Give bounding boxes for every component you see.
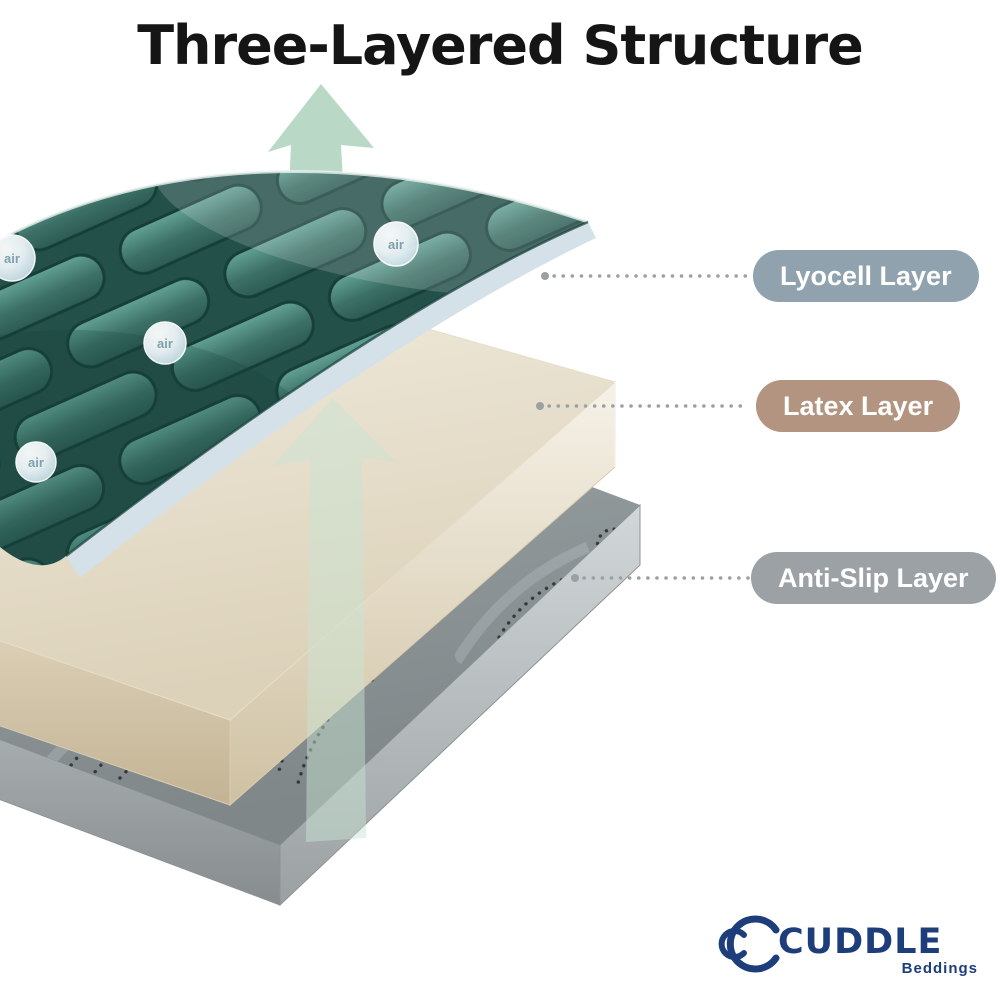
cuddle-logo-icon — [718, 915, 780, 973]
air-bubble: air — [373, 221, 419, 267]
air-bubble: air — [0, 234, 36, 282]
page-title: Three-Layered Structure — [137, 14, 864, 77]
air-bubble: air — [15, 441, 57, 483]
air-bubbles: air air air air — [0, 221, 419, 483]
logo-tagline-text: Beddings — [901, 960, 978, 977]
brand-logo: CUDDLE Beddings — [712, 914, 982, 984]
callout-latex-layer: Latex Layer — [756, 380, 961, 432]
airflow-column-icon — [272, 398, 396, 842]
lyocell-front-edge — [65, 220, 589, 557]
callout-lyocell-layer: Lyocell Layer — [753, 250, 979, 302]
lyocell-top-edge — [0, 169, 589, 242]
callout-anti-slip-layer: Anti-Slip Layer — [751, 552, 996, 604]
lyocell-underside — [66, 222, 596, 578]
air-bubble-label: air — [388, 237, 404, 252]
air-bubble-label: air — [157, 336, 173, 351]
air-bubble-label: air — [4, 251, 20, 266]
logo-brand-text: CUDDLE — [778, 922, 943, 962]
anti-slip-side-left — [0, 739, 281, 906]
latex-side-left — [0, 640, 231, 806]
leader-lines — [538, 274, 750, 580]
air-bubble: air — [143, 321, 187, 365]
lyocell-top-face — [0, 171, 588, 566]
air-bubble-label: air — [28, 455, 44, 470]
leader-dots — [536, 272, 579, 582]
